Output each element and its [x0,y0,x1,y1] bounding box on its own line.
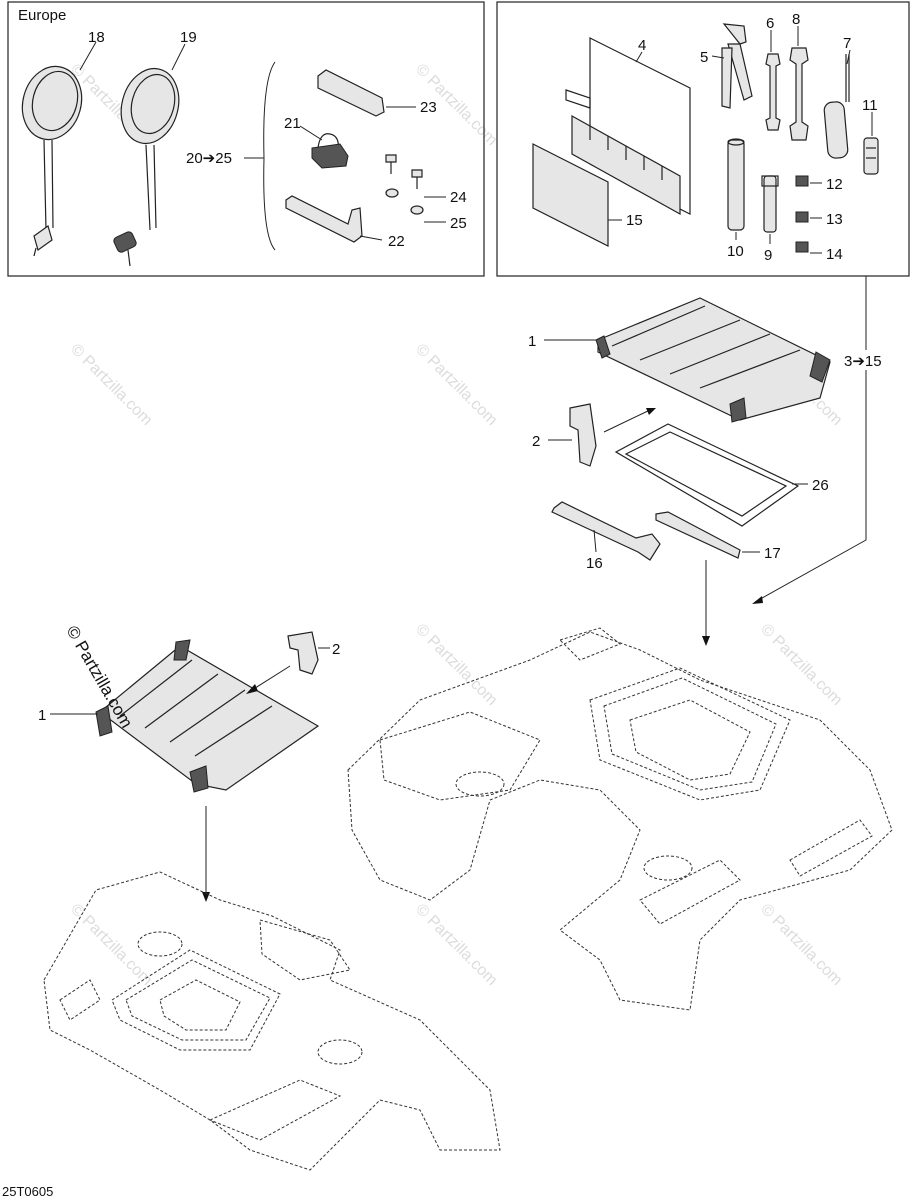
arrow-head [246,684,258,694]
callout-6: 6 [766,15,774,32]
callout-26: 26 [812,477,829,494]
part-4-tool-pouch [565,37,691,216]
callout-24: 24 [450,189,467,206]
rear-fender-left [43,871,501,1171]
part-10-socket [727,138,745,231]
part-21-lock [311,133,349,169]
callout-22: 22 [388,233,405,250]
callout-1-upper: 1 [528,333,536,350]
europe-kit-box [7,1,485,277]
watermark: © Partzilla.com [757,901,845,989]
part-9-socket [761,175,779,233]
callout-23: 23 [420,99,437,116]
callout-13: 13 [826,211,843,228]
callout-19: 19 [180,29,197,46]
figure-code: 25T0605 [2,1184,53,1199]
part-22-bracket [285,195,363,243]
part-5-pliers [721,23,753,109]
callout-14: 14 [826,246,843,263]
callout-11: 11 [862,97,878,114]
part-23-strap [317,69,385,117]
kit-range-right: 3➔15 [844,353,882,370]
part-15-card [532,143,609,247]
callout-15: 15 [626,212,643,229]
callout-12: 12 [826,176,843,193]
callout-10: 10 [727,243,744,260]
part-11-bit [863,137,879,175]
callout-8: 8 [792,11,800,28]
part-26-gasket [614,423,800,527]
kit-range-left: 20➔25 [186,150,232,167]
part-2-latch-lower [287,631,319,675]
part-8-wrench [789,47,809,141]
range-bg [842,350,888,370]
callout-18: 18 [88,29,105,46]
mirror-left [21,65,83,257]
arrow-head [202,892,210,902]
part-7-screwdriver [823,54,850,159]
callout-7: 7 [843,35,851,52]
callout-1-lower: 1 [38,707,46,724]
arrow-head [702,636,710,646]
callout-4: 4 [638,37,646,54]
callout-9: 9 [764,247,772,264]
watermark: © Partzilla.com [412,621,500,709]
callout-2-lower: 2 [332,641,340,658]
part-24-bolts [385,154,423,189]
region-label: Europe [18,7,66,24]
part-12-fuse [795,175,809,187]
watermark: © Partzilla.com [67,901,155,989]
callout-21: 21 [284,115,301,132]
rear-fender-right [347,627,893,1011]
callout-16: 16 [586,555,603,572]
part-13-fuse [795,211,809,223]
part-14-fuse [795,241,809,253]
arrow-head [646,408,656,415]
callout-2-upper: 2 [532,433,540,450]
callout-17: 17 [764,545,781,562]
arrow-head [752,596,763,604]
part-25-nuts [385,188,424,215]
watermark: © Partzilla.com [412,901,500,989]
part-16-key [551,501,661,561]
watermark: © Partzilla.com [67,341,155,429]
tool-kit-box [496,1,910,277]
watermark: © Partzilla.com [412,341,500,429]
storage-tray-upper [595,297,831,423]
part-2-latch-upper [569,403,597,467]
mirror-right [113,67,180,267]
callout-25: 25 [450,215,467,232]
callout-5: 5 [700,49,708,66]
watermark: © Partzilla.com [757,621,845,709]
part-17-latch-bar [655,511,741,559]
storage-tray-lower [95,639,320,793]
part-6-wrench [765,53,781,131]
